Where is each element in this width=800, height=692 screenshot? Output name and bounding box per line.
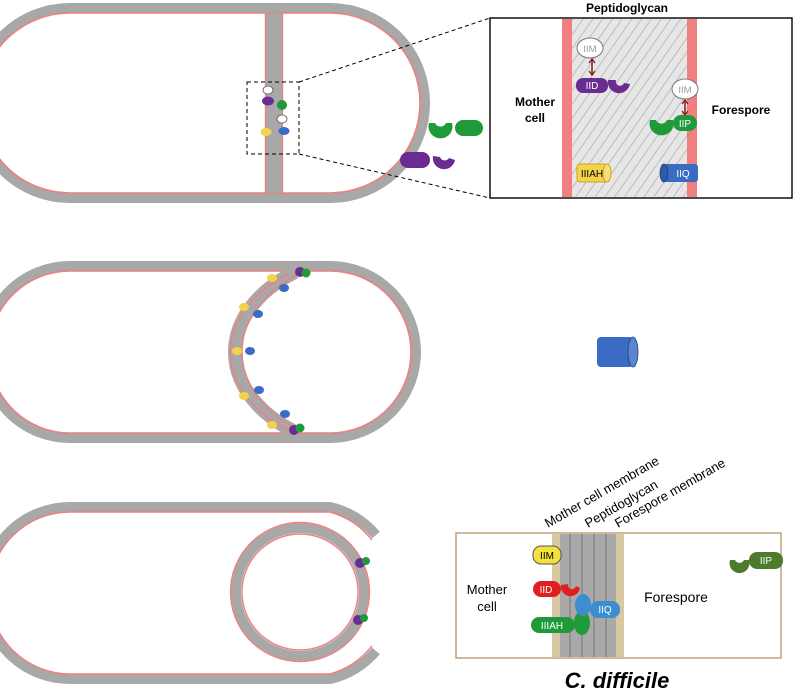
iip-label: IIP [679, 119, 692, 130]
peptidoglycan-label: Peptidoglycan [586, 1, 668, 15]
iid-cd-icon [533, 581, 561, 597]
iip-icon [673, 115, 697, 131]
iiq-icon: IIQ [659, 163, 698, 183]
mother-cell-label-bottom: Mother [467, 582, 508, 597]
free-iip-cd-label: IIP [760, 556, 773, 567]
iim-right-label: IIM [678, 85, 691, 96]
mother-cell-label-2: cell [525, 111, 545, 125]
cell-engulfment-stage [0, 261, 421, 443]
organism-title: C. difficile [565, 668, 670, 692]
iim-cd-icon [532, 545, 562, 565]
iiq-cd-label: IIQ [598, 605, 612, 616]
iiiah-icon: IIIAH [576, 163, 612, 183]
top-inset: Peptidoglycan Mother cell Forespore IIM … [489, 1, 793, 199]
cell-septum-stage [0, 2, 430, 203]
iiiah-label: IIIAH [581, 169, 603, 180]
cell-forespore-stage [0, 502, 380, 684]
bottom-inset: Mother cell membrane Peptidoglycan Fores… [455, 453, 783, 692]
free-iip-dimer-icon [428, 120, 483, 139]
iid-icon [576, 78, 608, 93]
forespore-label-bottom: Forespore [644, 589, 708, 605]
iiiah-cd-label: IIIAH [541, 621, 563, 632]
zoom-box [246, 81, 300, 155]
iid-cd-label: IID [540, 585, 553, 596]
free-iip-cd-icon: IIP [729, 552, 783, 574]
iiq-label: IIQ [676, 169, 690, 180]
iim-left-icon [576, 37, 604, 59]
free-iiq-channel-icon [597, 336, 639, 368]
iid-label: IID [586, 81, 599, 92]
iim-left-label: IIM [583, 44, 596, 55]
iiiah-cd-icon [531, 617, 575, 633]
forespore-label: Forespore [712, 103, 771, 117]
mother-cell-label-bottom-2: cell [477, 599, 497, 614]
iiq-cd-icon [590, 601, 620, 618]
iim-cd-label: IIM [540, 551, 554, 562]
mother-cell-label: Mother [515, 95, 555, 109]
free-iid-dimer-icon [400, 152, 455, 170]
